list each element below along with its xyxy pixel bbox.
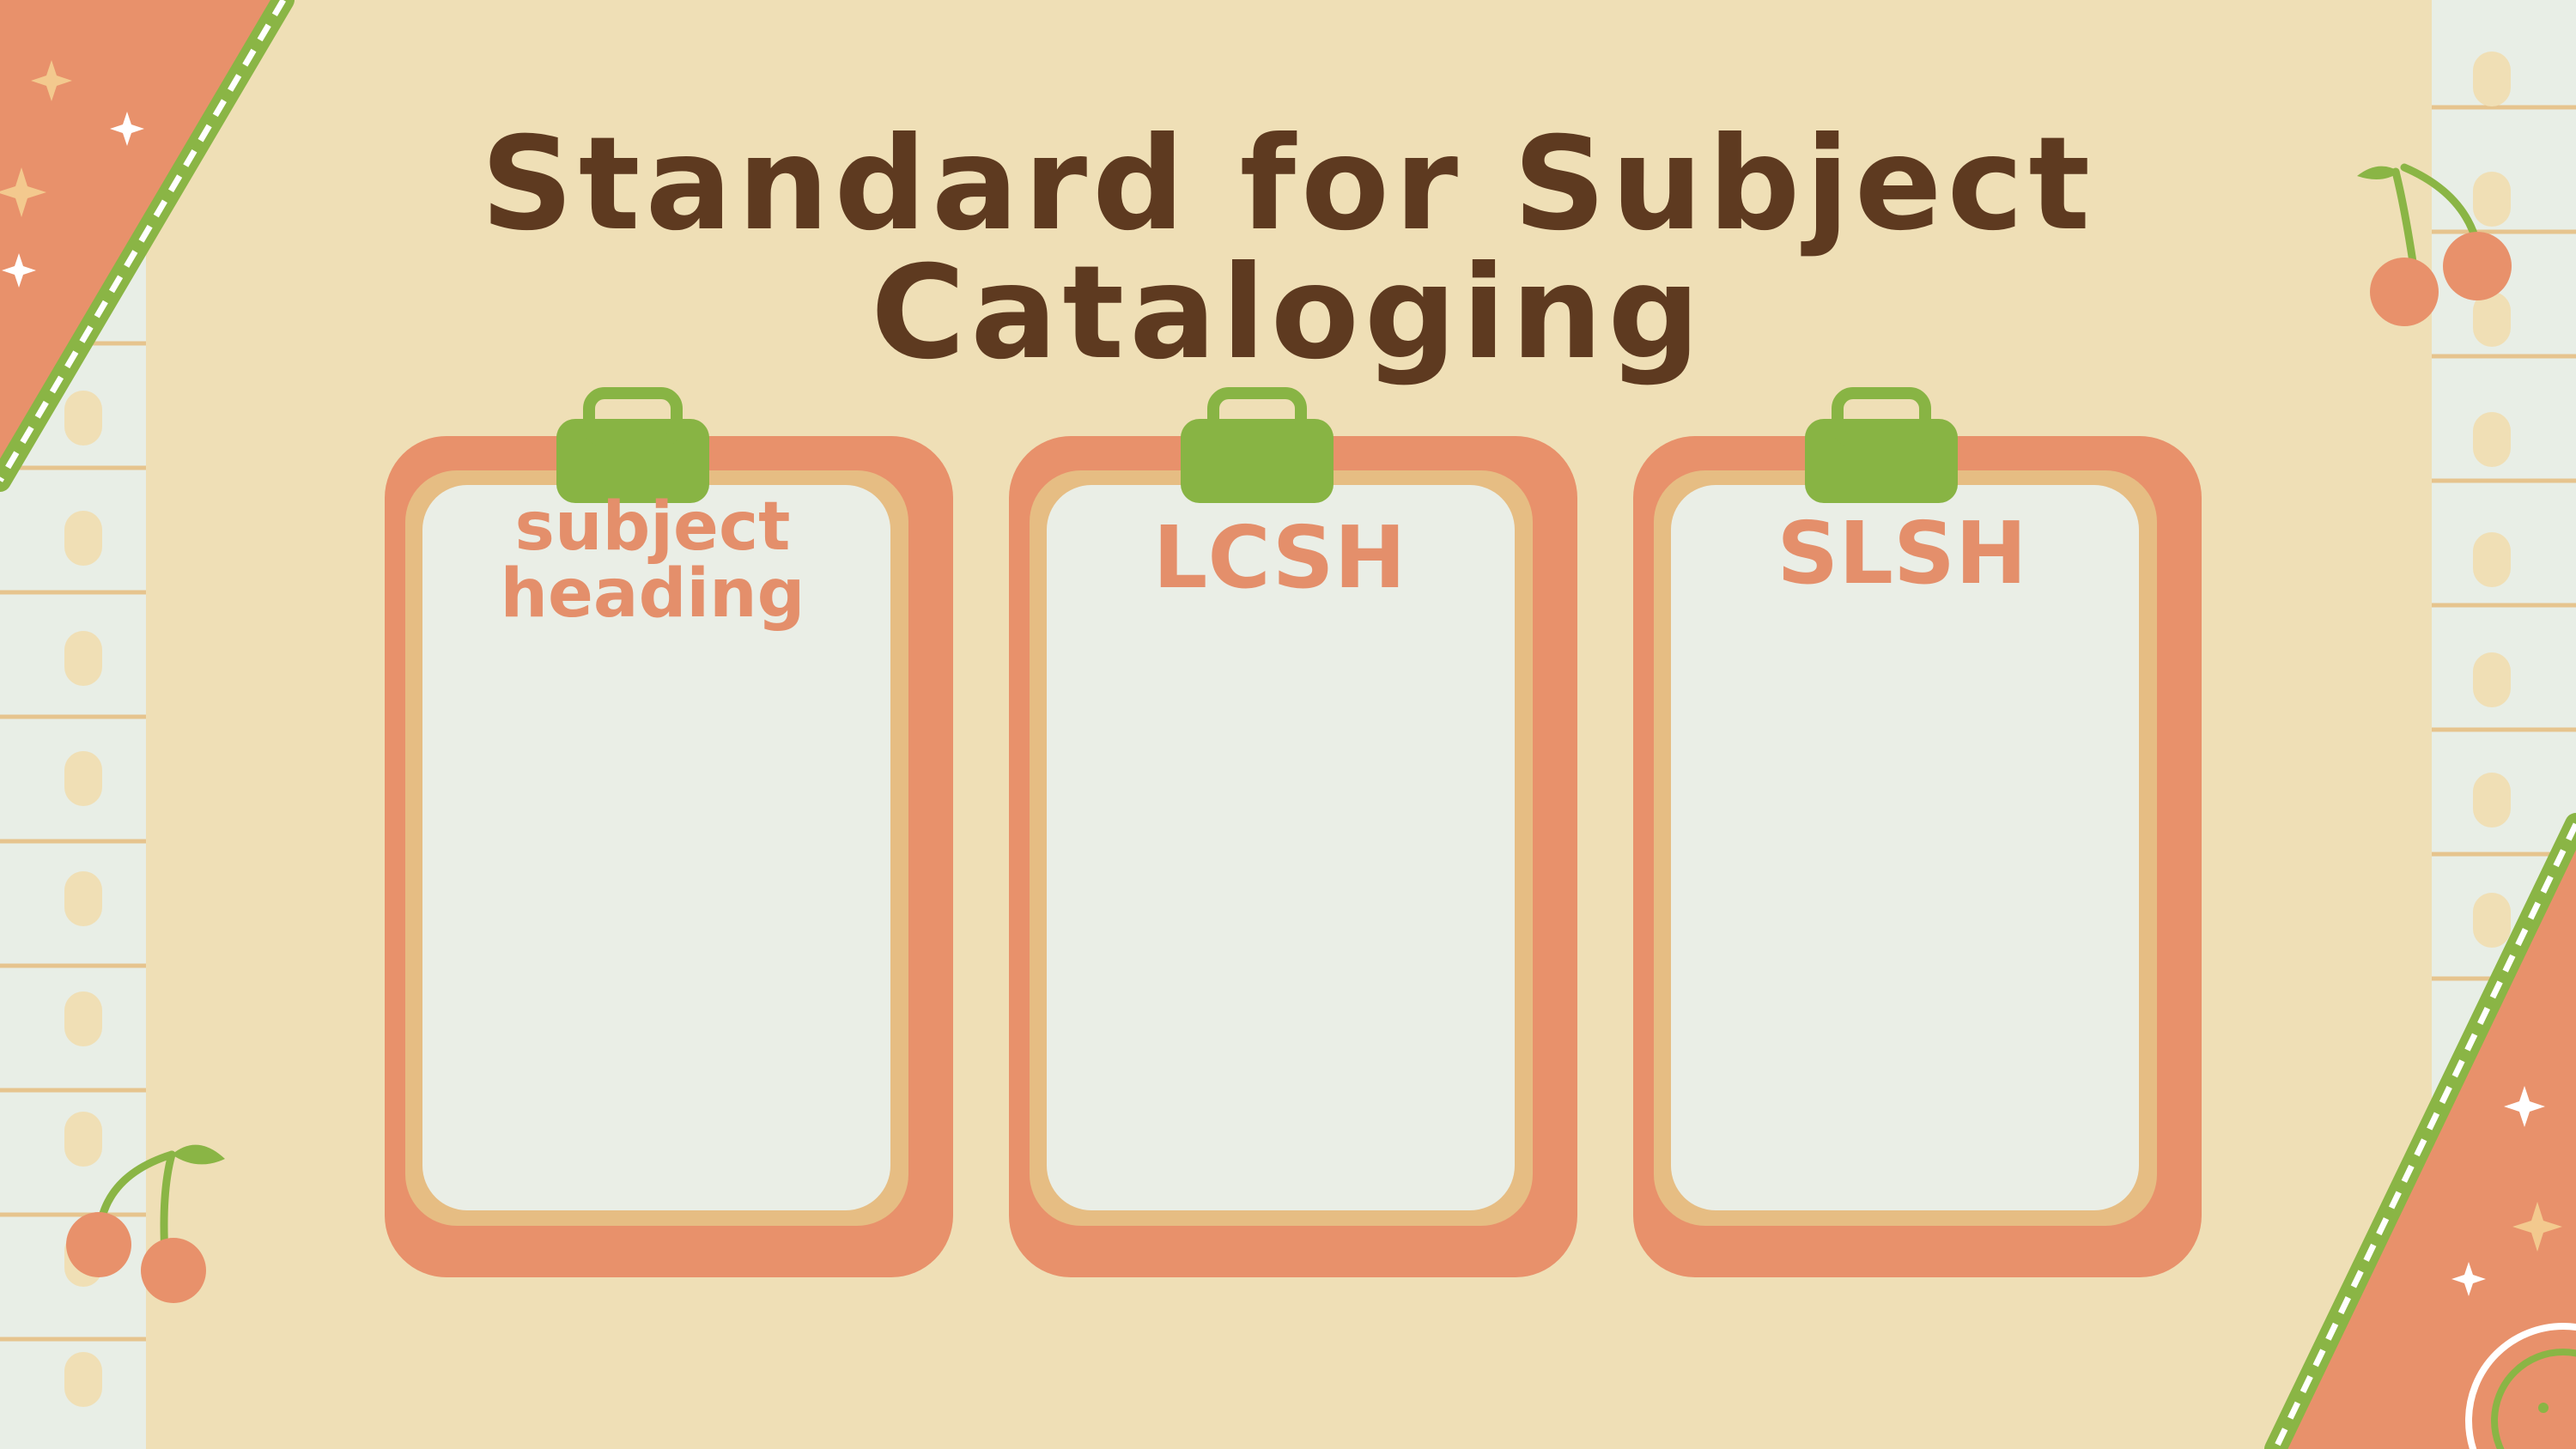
smiley-icon [2465,1323,2576,1449]
board-label-lcsh: LCSH [1152,507,1406,608]
clipboard-2 [1009,387,1577,1277]
slide-title-line-2: Cataloging [871,239,1705,388]
coral-fabric-corner-icon [2264,813,2576,1449]
clipboard-3 [1633,387,2202,1277]
coral-fabric-corner-icon [0,0,295,492]
cherry-icon [2357,163,2512,326]
clipboard-1 [385,387,953,1277]
slide-title-line-1: Standard for Subject [480,110,2096,259]
cherry-icon [66,1144,225,1303]
board-label-slsh: SLSH [1777,503,2027,603]
board-label-subject-heading: subject heading [500,488,805,633]
